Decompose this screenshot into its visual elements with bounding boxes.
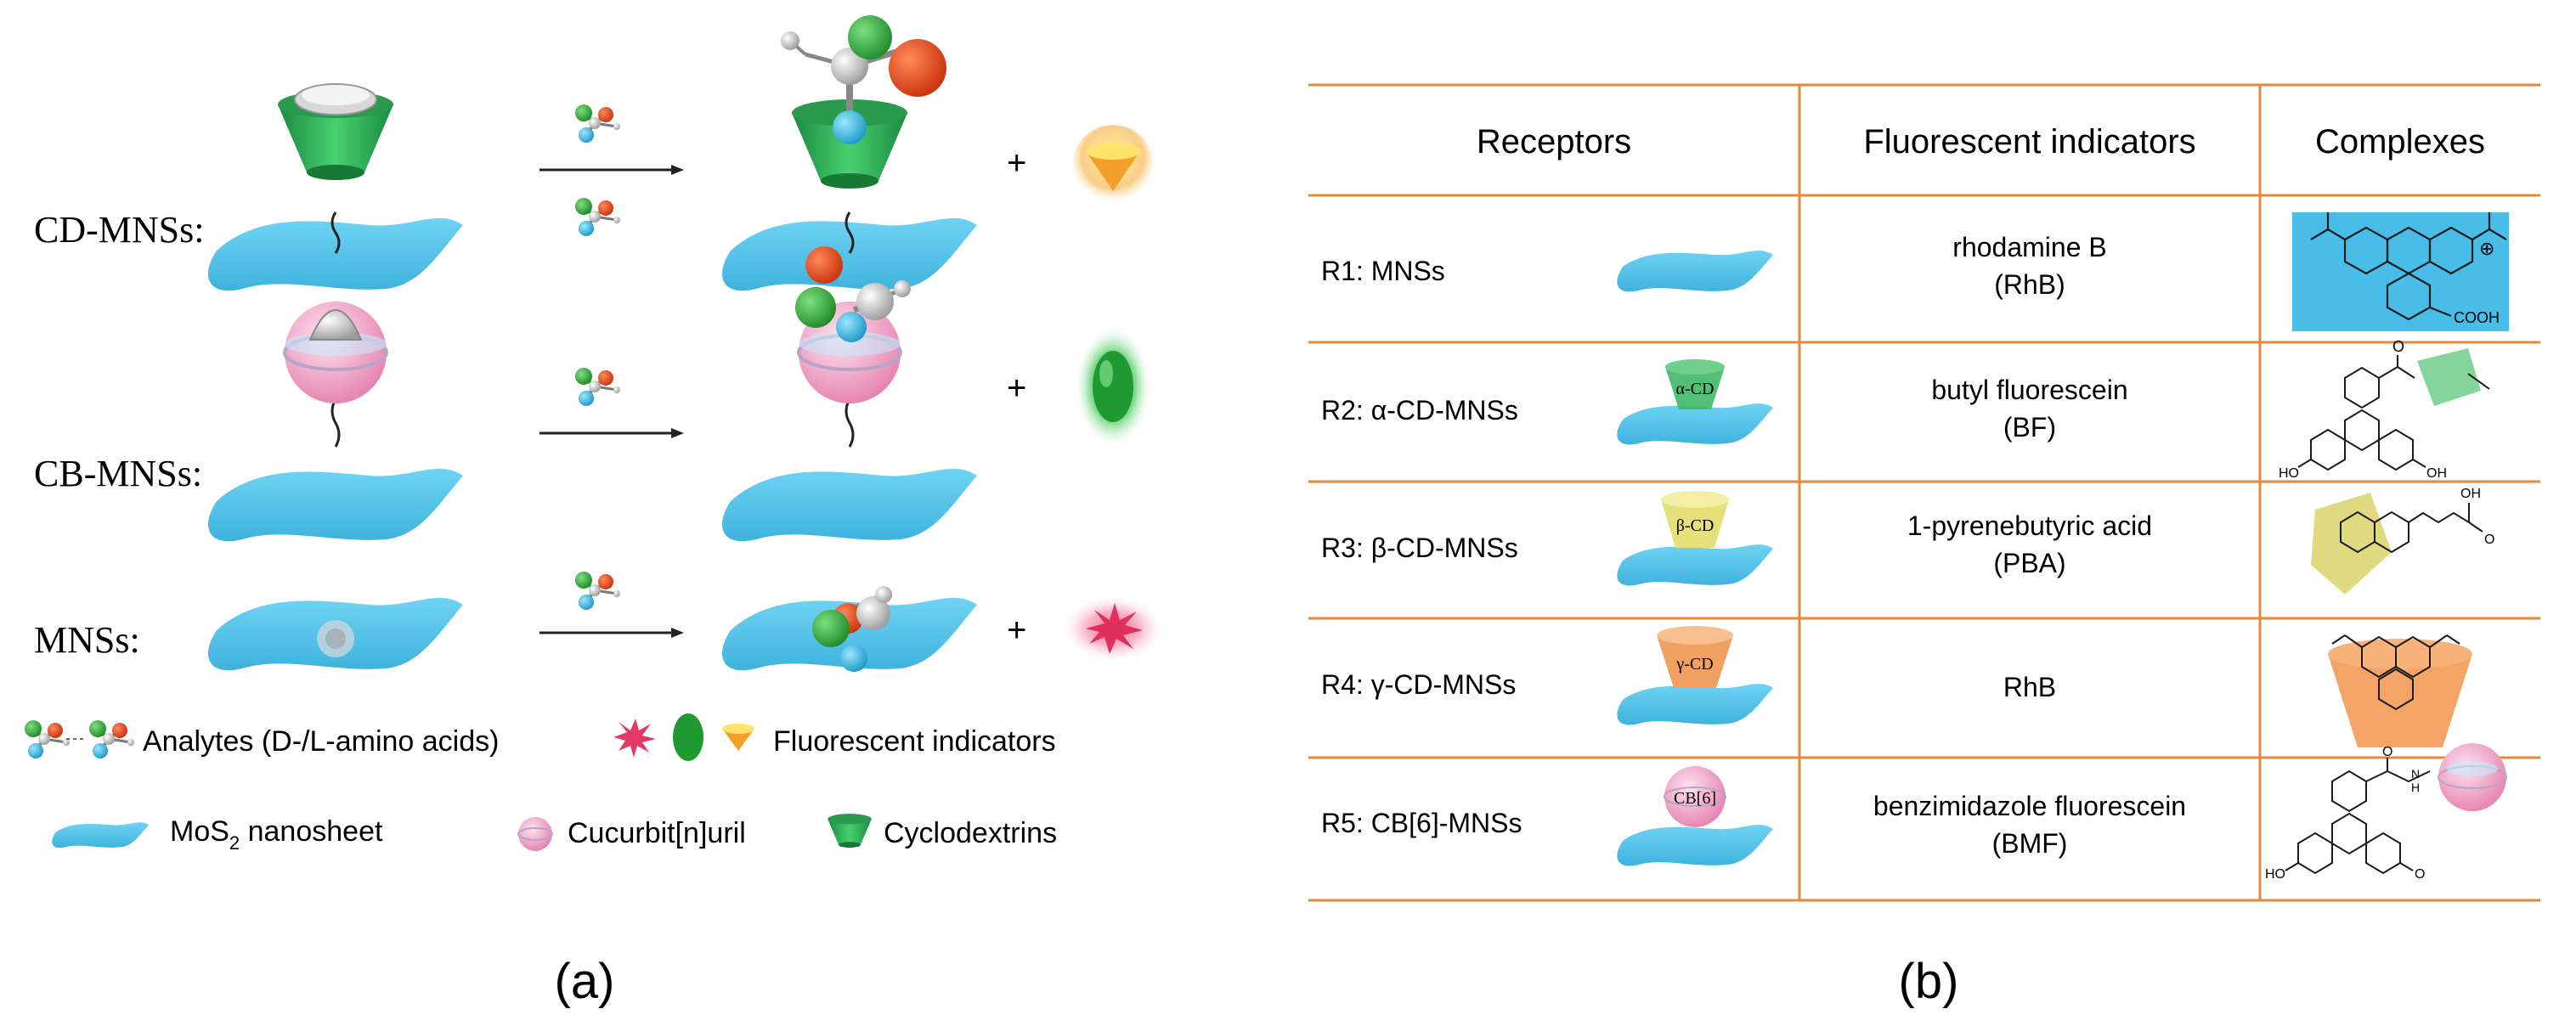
mini-nanosheet-r5	[1617, 825, 1773, 866]
pba-o-label: O	[2484, 533, 2494, 547]
table-row-r1: R1: MNSs rhodamine B (RhB) ⊕ COO	[1321, 212, 2509, 331]
complex-rhb-on-sheet: ⊕ COOH	[2292, 212, 2509, 331]
bf-ho-label: HO	[2279, 466, 2299, 481]
pba-oh-label: OH	[2460, 487, 2481, 501]
row-label-cb-mnss: CB-MNSs:	[34, 453, 202, 494]
pink-indicator-glow	[1064, 596, 1162, 661]
table-row-r3: R3: β-CD-MNSs β-CD 1-pyrenebutyric acid …	[1321, 487, 2494, 595]
bmf-o2-label: O	[2415, 867, 2425, 882]
indicator-abbr-r2: (BF)	[2003, 412, 2056, 443]
legend-cucurbituril-label: Cucurbit[n]uril	[568, 817, 746, 849]
receptor-r4: R4: γ-CD-MNSs	[1321, 669, 1516, 700]
mnss-receptor	[208, 597, 463, 671]
alpha-cd-cup: α-CD	[1665, 359, 1725, 409]
beta-cd-cup: β-CD	[1661, 491, 1729, 548]
yellow-cone-icon	[722, 729, 754, 751]
indicator-name-r3: 1-pyrenebutyric acid	[1907, 510, 2152, 541]
green-ellipse-icon	[673, 713, 703, 761]
row-label-mnss: MNSs:	[34, 619, 140, 661]
gamma-cd-label: γ-CD	[1675, 655, 1713, 674]
complex-bf-alpha-cd: O HO OH	[2279, 338, 2490, 481]
alpha-cd-label: α-CD	[1676, 380, 1715, 398]
caption-b: (b)	[1899, 954, 1959, 1009]
indicator-name-r2: butyl fluorescein	[1931, 375, 2127, 405]
row-label-cd-mnss: CD-MNSs:	[34, 209, 205, 251]
panel-a: CD-MNSs: CB-MNSs: MNSs:	[23, 15, 1162, 1009]
analyte-row2	[573, 366, 622, 408]
legend-cyclodextrins-label: Cyclodextrins	[884, 817, 1057, 849]
header-fluorescent-indicators: Fluorescent indicators	[1863, 123, 2195, 161]
cucurbituril-icon	[518, 817, 552, 851]
header-receptors: Receptors	[1477, 123, 1631, 161]
header-complexes: Complexes	[2315, 123, 2485, 161]
table-row-r4: R4: γ-CD-MNSs γ-CD RhB	[1321, 626, 2472, 747]
legend-indicators-label: Fluorescent indicators	[773, 725, 1056, 758]
indicator-abbr-r3: (PBA)	[1993, 548, 2065, 578]
bmf-o-label: O	[2382, 745, 2392, 759]
beta-cd-label: β-CD	[1676, 516, 1715, 535]
gamma-cd-cup: γ-CD	[1657, 626, 1733, 688]
yellow-indicator-glow	[1072, 125, 1154, 206]
mini-nanosheet-r4	[1617, 684, 1773, 725]
receptor-r1: R1: MNSs	[1321, 256, 1445, 286]
pink-star-icon	[613, 719, 656, 758]
analyte-row3	[573, 570, 622, 612]
legend-nanosheet-label: MoS2 nanosheet	[170, 815, 383, 854]
mini-nanosheet-r3	[1617, 544, 1773, 586]
cooh-label: COOH	[2454, 309, 2500, 326]
green-indicator-glow	[1076, 327, 1150, 446]
plus-sign-row2: +	[1007, 369, 1026, 407]
caption-a: (a)	[555, 954, 615, 1009]
panel-b: Receptors Fluorescent indicators Complex…	[1308, 83, 2540, 1009]
indicator-name-r4: RhB	[2003, 672, 2056, 702]
table-row-r5: R5: CB[6]-MNSs CB[6] benzimidazole fluor…	[1321, 743, 2507, 882]
receptor-r5: R5: CB[6]-MNSs	[1321, 808, 1522, 838]
plus-sign-row3: +	[1007, 612, 1026, 649]
complex-bmf-cb6: O N H HO O	[2265, 743, 2507, 882]
bmf-h-label: H	[2411, 781, 2420, 794]
analyte-icon-right	[88, 719, 136, 760]
cb-mnss-receptor	[208, 300, 463, 542]
cb6-label: CB[6]	[1674, 789, 1716, 808]
analyte-icon-left	[23, 719, 71, 760]
mini-nanosheet-r2	[1617, 403, 1773, 445]
indicator-abbr-r1: (RhB)	[1994, 269, 2065, 300]
bmf-ho-label: HO	[2265, 867, 2285, 882]
legend: Analytes (D-/L-amino acids) Fluorescent …	[23, 713, 1057, 854]
cyclodextrin-icon	[828, 814, 872, 848]
receptor-r2: R2: α-CD-MNSs	[1321, 395, 1518, 426]
reaction-arrow-row2	[539, 428, 684, 438]
indicator-name-r5: benzimidazole fluorescein	[1873, 791, 2186, 821]
nanosheet-icon	[52, 822, 150, 848]
complex-pba-beta-cd: OH O	[2311, 487, 2494, 595]
mnss-complex	[722, 586, 977, 672]
cb-mnss-complex	[722, 246, 977, 542]
bmf-n-label: N	[2411, 767, 2420, 781]
table-grid	[1308, 83, 2540, 902]
receptor-r3: R3: β-CD-MNSs	[1321, 533, 1518, 563]
plus-sign-row1: +	[1007, 144, 1026, 182]
indicator-name-r1: rhodamine B	[1952, 232, 2106, 262]
reaction-arrow-row1	[539, 165, 684, 175]
complex-rhb-gamma-cd	[2328, 634, 2472, 747]
charge-plus: ⊕	[2479, 238, 2494, 259]
bf-oh-label: OH	[2426, 466, 2447, 481]
cd-mnss-receptor	[208, 83, 463, 291]
legend-analytes-label: Analytes (D-/L-amino acids)	[143, 725, 499, 758]
bf-oxygen-label: O	[2392, 338, 2404, 355]
mini-nanosheet-r1	[1617, 251, 1773, 292]
cd-mnss-complex	[722, 15, 977, 291]
indicator-abbr-r5: (BMF)	[1992, 828, 2068, 859]
reaction-arrow-row3	[539, 628, 684, 638]
cb6-ball: CB[6]	[1664, 766, 1726, 827]
table-row-r2: R2: α-CD-MNSs α-CD butyl fluorescein (BF…	[1321, 338, 2490, 481]
